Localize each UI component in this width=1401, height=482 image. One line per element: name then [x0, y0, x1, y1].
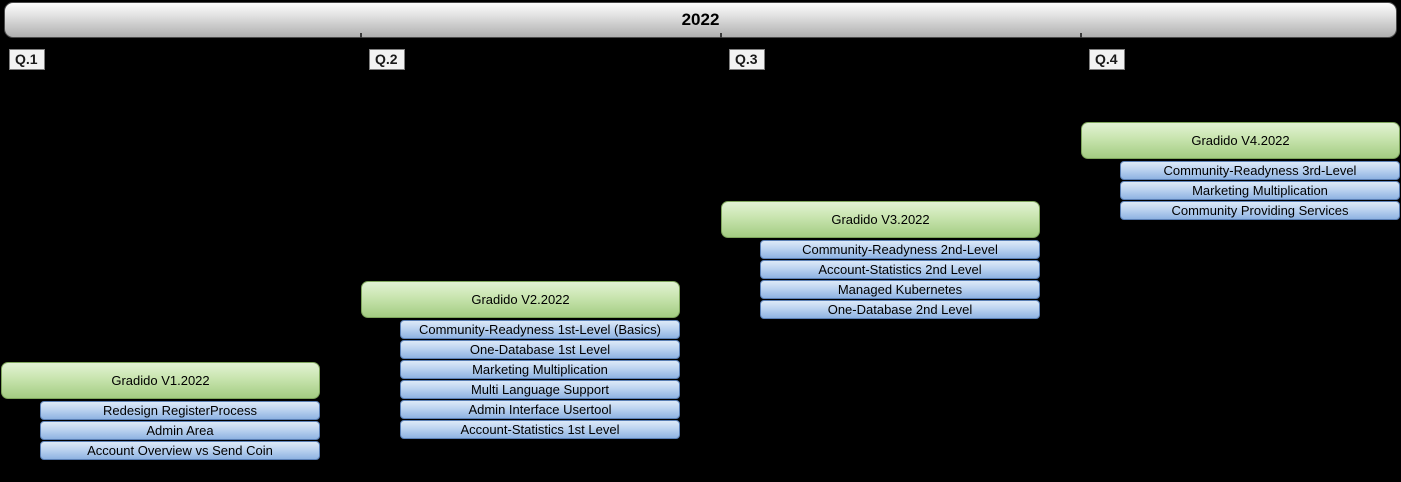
quarter-label-q4: Q.4 [1089, 49, 1125, 70]
feature-box: Community Providing Services [1120, 201, 1400, 220]
feature-box: Admin Interface Usertool [400, 400, 680, 419]
feature-box: Admin Area [40, 421, 320, 440]
quarter-label-q3: Q.3 [729, 49, 765, 70]
feature-box: Account-Statistics 1st Level [400, 420, 680, 439]
release-box-v3-2022: Gradido V3.2022 [721, 201, 1040, 238]
feature-box: One-Database 1st Level [400, 340, 680, 359]
quarter-tick-q3 [720, 33, 722, 38]
quarter-tick-q4 [1080, 33, 1082, 38]
quarter-label-q1: Q.1 [9, 49, 45, 70]
feature-box: Managed Kubernetes [760, 280, 1040, 299]
feature-box: Marketing Multiplication [1120, 181, 1400, 200]
feature-box: Account-Statistics 2nd Level [760, 260, 1040, 279]
year-title: 2022 [681, 10, 720, 29]
release-box-v4-2022: Gradido V4.2022 [1081, 122, 1400, 159]
year-header-bar: 2022 [4, 2, 1397, 38]
release-box-v2-2022: Gradido V2.2022 [361, 281, 680, 318]
quarter-tick-q2 [360, 33, 362, 38]
feature-box: Multi Language Support [400, 380, 680, 399]
feature-stack-q3: Community-Readyness 2nd-Level Account-St… [760, 240, 1040, 320]
feature-box: Community-Readyness 2nd-Level [760, 240, 1040, 259]
feature-stack-q1: Redesign RegisterProcess Admin Area Acco… [40, 401, 320, 461]
release-box-v1-2022: Gradido V1.2022 [1, 362, 320, 399]
feature-box: Marketing Multiplication [400, 360, 680, 379]
feature-box: Community-Readyness 1st-Level (Basics) [400, 320, 680, 339]
feature-box: Community-Readyness 3rd-Level [1120, 161, 1400, 180]
feature-box: Account Overview vs Send Coin [40, 441, 320, 460]
feature-stack-q2: Community-Readyness 1st-Level (Basics) O… [400, 320, 680, 440]
feature-box: One-Database 2nd Level [760, 300, 1040, 319]
feature-box: Redesign RegisterProcess [40, 401, 320, 420]
feature-stack-q4: Community-Readyness 3rd-Level Marketing … [1120, 161, 1400, 221]
quarter-label-q2: Q.2 [369, 49, 405, 70]
